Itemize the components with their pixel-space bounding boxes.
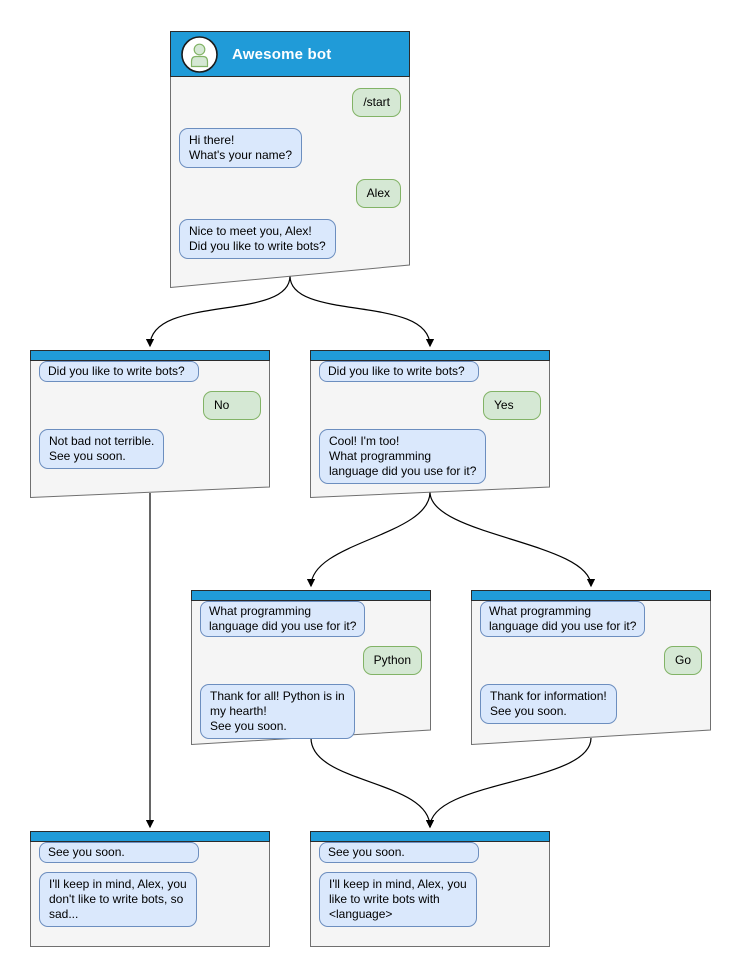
chat-node-branch-python: What programming language did you use fo… xyxy=(191,590,431,745)
connector-python-to-end xyxy=(310,737,435,829)
bot-message-bubble: Hi there! What's your name? xyxy=(179,128,303,168)
chat-node-end-no: See you soon. I'll keep in mind, Alex, y… xyxy=(30,831,270,947)
bot-message-bubble: Did you like to write bots? xyxy=(39,361,199,382)
bot-message-bubble: What programming language did you use fo… xyxy=(200,601,366,637)
user-message-bubble: No xyxy=(203,391,261,420)
window-header: Awesome bot xyxy=(170,31,410,77)
connector-main-to-no xyxy=(145,275,291,348)
chat-node-branch-no: Did you like to write bots? No Not bad n… xyxy=(30,350,270,498)
node-title-bar xyxy=(30,350,270,361)
connector-yes-to-python xyxy=(306,491,431,588)
node-title-bar xyxy=(30,831,270,842)
bot-message-bubble: What programming language did you use fo… xyxy=(480,601,646,637)
node-title-bar xyxy=(191,590,431,601)
user-message-bubble: Go xyxy=(663,646,702,675)
bot-avatar-icon xyxy=(181,35,218,73)
bot-message-bubble: Not bad not terrible. See you soon. xyxy=(39,429,165,469)
bot-message-bubble: See you soon. xyxy=(39,842,199,863)
connector-go-to-end xyxy=(425,737,592,829)
node-title-bar xyxy=(471,590,711,601)
chat-node-branch-go: What programming language did you use fo… xyxy=(471,590,711,745)
bot-message-bubble: I'll keep in mind, Alex, you don't like … xyxy=(39,872,197,927)
bot-message-bubble: Cool! I'm too! What programming language… xyxy=(319,429,487,484)
user-message-bubble: Yes xyxy=(483,391,541,420)
node-title-bar xyxy=(310,350,550,361)
connector-yes-to-go xyxy=(429,491,596,588)
window-title: Awesome bot xyxy=(232,45,332,63)
bot-message-bubble: Thank for all! Python is in my hearth! S… xyxy=(200,684,355,739)
connector-main-to-yes xyxy=(289,275,435,348)
bot-message-bubble: Did you like to write bots? xyxy=(319,361,479,382)
user-message-bubble: Python xyxy=(362,646,422,675)
node-title-bar xyxy=(310,831,550,842)
bot-message-bubble: Thank for information! See you soon. xyxy=(480,684,617,724)
chat-window-main: Awesome bot /start Hi there! What's your… xyxy=(170,31,410,288)
bot-message-bubble: See you soon. xyxy=(319,842,479,863)
bot-message-bubble: I'll keep in mind, Alex, you like to wri… xyxy=(319,872,477,927)
user-message-bubble: Alex xyxy=(355,179,401,208)
chat-node-end-yes: See you soon. I'll keep in mind, Alex, y… xyxy=(310,831,550,947)
bot-message-bubble: Nice to meet you, Alex! Did you like to … xyxy=(179,219,336,259)
user-message-bubble: /start xyxy=(352,88,401,117)
chat-node-branch-yes: Did you like to write bots? Yes Cool! I'… xyxy=(310,350,550,498)
